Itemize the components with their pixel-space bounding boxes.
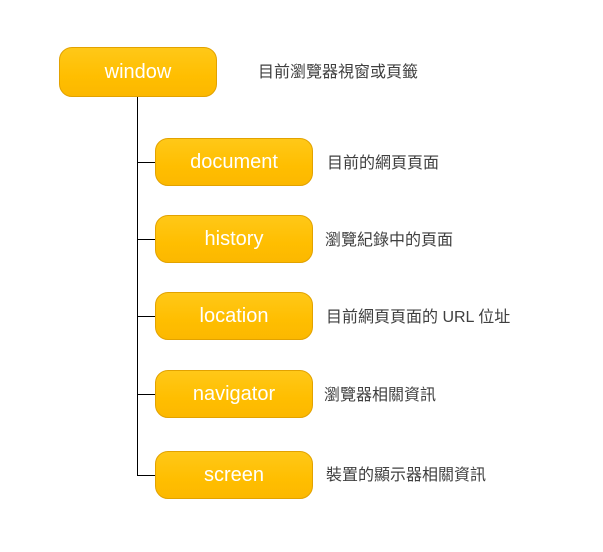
node-navigator-label: navigator — [192, 382, 276, 405]
annotation-location: 目前網頁頁面的 URL 位址 — [326, 309, 511, 326]
node-screen: screen — [155, 451, 313, 499]
branch-line-screen — [137, 475, 155, 476]
branch-line-history — [137, 239, 155, 240]
annotation-window: 目前瀏覽器視窗或頁籤 — [258, 64, 419, 81]
node-document: document — [155, 138, 313, 186]
branch-line-navigator — [137, 394, 155, 395]
annotation-history: 瀏覽紀錄中的頁面 — [325, 232, 454, 249]
node-screen-label: screen — [203, 463, 265, 486]
node-location: location — [155, 292, 313, 340]
branch-line-location — [137, 316, 155, 317]
annotation-screen: 裝置的顯示器相關資訊 — [326, 467, 487, 484]
annotation-document: 目前的網頁頁面 — [327, 155, 440, 172]
node-history-label: history — [204, 227, 264, 250]
node-navigator: navigator — [155, 370, 313, 418]
node-window-label: window — [104, 60, 172, 83]
tree-trunk-line — [137, 97, 138, 475]
node-document-label: document — [190, 150, 278, 173]
node-location-label: location — [199, 304, 269, 327]
annotation-navigator: 瀏覽器相關資訊 — [324, 387, 437, 404]
node-window: window — [59, 47, 217, 97]
node-history: history — [155, 215, 313, 263]
branch-line-document — [137, 162, 155, 163]
